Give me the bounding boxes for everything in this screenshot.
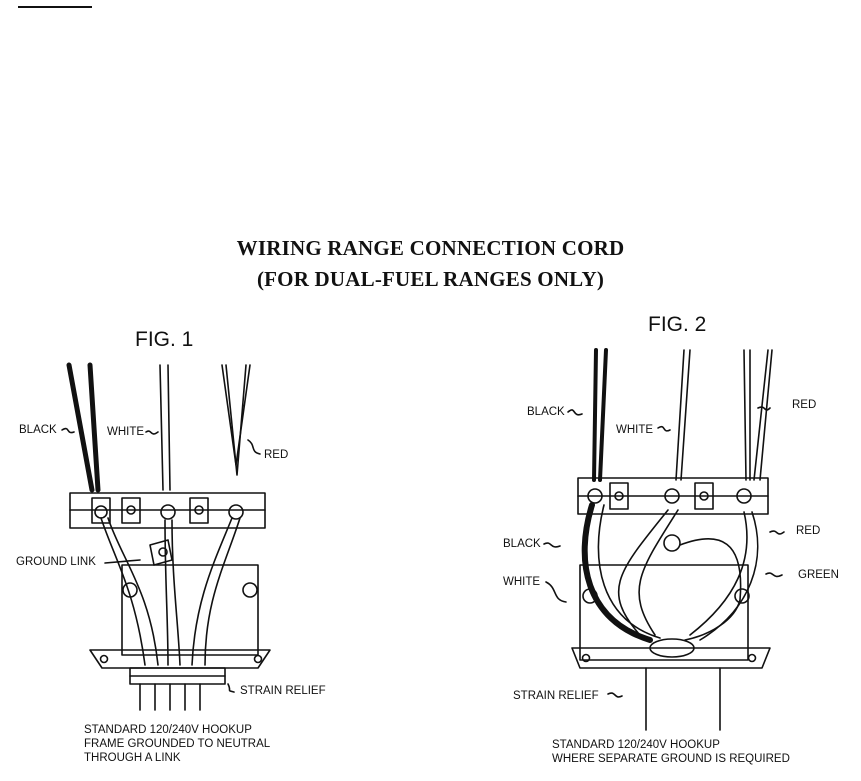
fig2-label-strain-relief: STRAIN RELIEF (513, 690, 599, 702)
fig2-title: FIG. 2 (648, 313, 707, 336)
fig1-label-red: RED (264, 449, 289, 461)
fig1-caption: STANDARD 120/240V HOOKUP FRAME GROUNDED … (84, 723, 270, 765)
fig2-label-red-top: RED (792, 399, 817, 411)
fig2-caption-line: WHERE SEPARATE GROUND IS REQUIRED (552, 753, 790, 765)
diagram-subtitle: (FOR DUAL-FUEL RANGES ONLY) (256, 267, 605, 291)
fig1-label-black: BLACK (19, 424, 57, 436)
fig2-label-white-top: WHITE (616, 424, 654, 436)
header-rule (18, 6, 92, 8)
fig1-mount-plate (121, 564, 259, 656)
fig2-label-black-top: BLACK (527, 406, 565, 418)
fig1-caption-line: THROUGH A LINK (84, 752, 181, 764)
fig2-mount-plate (579, 564, 749, 661)
fig2-drawing (543, 348, 785, 731)
diagram-title: WIRING RANGE CONNECTION CORD (236, 236, 625, 260)
fig1-caption-line: FRAME GROUNDED TO NEUTRAL (84, 738, 271, 750)
fig2-label-white: WHITE (503, 576, 541, 588)
fig2-caption: STANDARD 120/240V HOOKUP WHERE SEPARATE … (552, 738, 790, 766)
fig1-label-ground-link: GROUND LINK (16, 556, 96, 568)
fig2-label-black: BLACK (503, 538, 541, 550)
fig2-caption-line: STANDARD 120/240V HOOKUP (552, 739, 720, 751)
fig1-label-white: WHITE (107, 426, 145, 438)
fig2-label-red: RED (796, 525, 821, 537)
fig1-caption-line: STANDARD 120/240V HOOKUP (84, 724, 252, 736)
fig1-drawing (61, 362, 271, 711)
fig2-label-green: GREEN (798, 569, 839, 581)
fig1-label-strain-relief: STRAIN RELIEF (240, 685, 326, 697)
fig1-title: FIG. 1 (135, 328, 194, 351)
